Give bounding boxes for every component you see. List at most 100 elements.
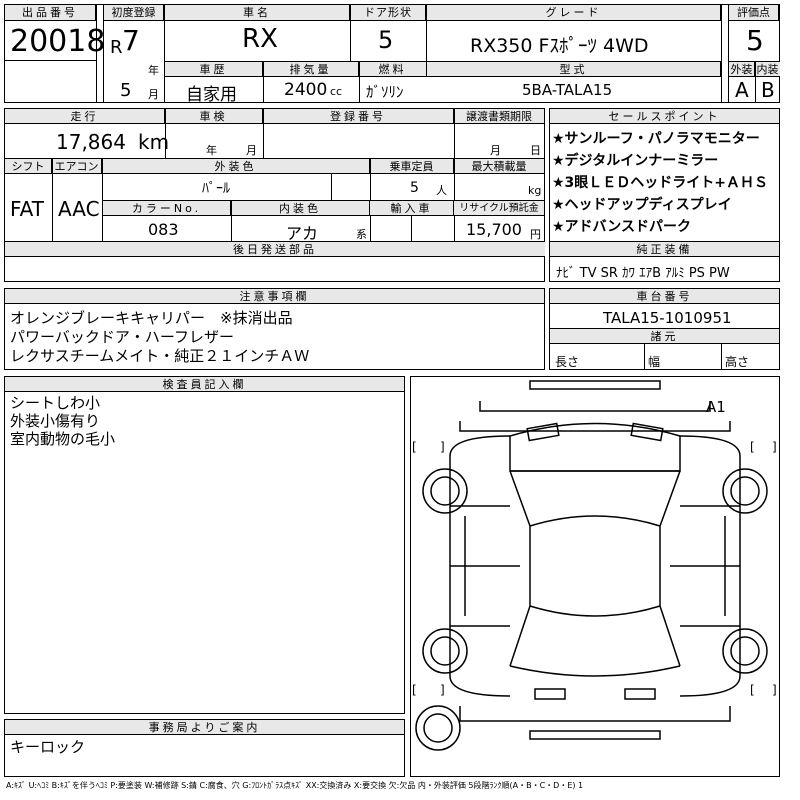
color-no-label: カラーNo. [103, 201, 231, 216]
selling-points-list: ★サンルーフ・パノラマモニター ★デジタルインナーミラー ★3眼ＬＥＤヘッドライ… [552, 128, 778, 238]
mileage-label: 走行 [5, 109, 165, 124]
car-diagram: [ ] [ ] [ ] [ ] [412, 380, 777, 751]
aircon-label: エアコン [52, 159, 102, 174]
caution-lines: オレンジブレーキキャリパー ※抹消出品 パワーバックドア・ハーフレザー レクサス… [10, 309, 309, 366]
dimensions-label: 諸元 [550, 329, 779, 344]
year-value: 7 [122, 24, 140, 57]
fuel-value: ｶﾞｿﾘﾝ [366, 83, 404, 101]
height-label: 高さ [725, 355, 750, 369]
km-unit: km [138, 130, 170, 154]
month-unit: 月 [148, 88, 159, 101]
score-label: 評価点 [729, 5, 779, 21]
color-label: 外装色 [102, 159, 370, 174]
length-label: 長さ [555, 355, 580, 369]
color-no-value: 083 [148, 220, 179, 239]
model-value: 5BA-TALA15 [522, 81, 613, 99]
kg-unit: kg [528, 184, 542, 197]
selling-point: ★ヘッドアップディスプレイ [552, 197, 732, 213]
selling-points-label: セールスポイント [550, 109, 779, 124]
interior-color-label: 内装色 [231, 201, 370, 216]
grade-label: グレード [427, 5, 721, 21]
plate-label: 登録番号 [263, 109, 454, 124]
year-unit: 年 [148, 64, 159, 77]
doc-day-unit: 日 [530, 144, 541, 157]
first-reg-label: 初度登録 [104, 5, 164, 21]
later-parts-label: 後日発送部品 [5, 242, 545, 257]
grade-value: RX350 Fｽﾎﾟｰﾂ 4WD [470, 35, 649, 57]
lot-no-value: 20018 [10, 24, 106, 59]
chassis-label: 車台番号 [550, 289, 779, 304]
selling-point: ★デジタルインナーミラー [552, 153, 719, 169]
svg-text:]: ] [440, 683, 445, 697]
chassis-value: TALA15-1010951 [603, 309, 732, 327]
yen-unit: 円 [530, 228, 541, 241]
svg-text:[: [ [750, 440, 755, 454]
displacement-label: 排気量 [263, 62, 359, 77]
aircon-value: AAC [58, 197, 100, 221]
svg-text:]: ] [772, 683, 777, 697]
max-load-label: 最大積載量 [454, 159, 544, 174]
color-value: ﾊﾟｰﾙ [202, 181, 230, 197]
car-diagram-block [410, 376, 780, 777]
door-label: ドア形状 [351, 5, 426, 21]
legend-text: A:ｷｽﾞ U:ﾍｺﾐ B:ｷｽﾞを伴うﾍｺﾐ P:要塗装 W:補修跡 S:錆 … [6, 781, 584, 790]
interior-score: B [761, 78, 775, 102]
exterior-label: 外装 [729, 62, 755, 77]
interior-color-value: アカ [286, 224, 319, 243]
selling-point: ★3眼ＬＥＤヘッドライト+ＡＨＳ [552, 175, 769, 191]
model-label: 型式 [427, 62, 721, 77]
svg-text:[: [ [412, 683, 417, 697]
doc-deadline-label: 譲渡書類期限 [454, 109, 544, 124]
caution-label: 注意事項欄 [5, 289, 544, 304]
caution-line: パワーバックドア・ハーフレザー [10, 328, 234, 346]
selling-point: ★サンルーフ・パノラマモニター [552, 131, 760, 147]
svg-text:[: [ [412, 440, 417, 454]
reg-type-label: 車歴 [165, 62, 263, 77]
inspector-lines: シートしわ小 外装小傷有り 室内動物の毛小 [10, 394, 115, 448]
car-name-value: RX [242, 24, 278, 54]
score-value: 5 [746, 24, 764, 57]
displacement-value: 2400 [284, 80, 328, 100]
door-value: 5 [378, 26, 394, 54]
shift-label: シフト [5, 159, 52, 174]
svg-text:]: ] [772, 440, 777, 454]
inspection-label: 車検 [165, 109, 263, 124]
capacity-label: 乗車定員 [370, 159, 454, 174]
inspector-block [4, 376, 405, 714]
caution-line: オレンジブレーキキャリパー ※抹消出品 [10, 309, 293, 327]
import-label: 輸入車 [370, 201, 454, 216]
caution-line: レクサスチームメイト・純正２１インチＡＷ [10, 347, 310, 365]
era-value: R [110, 37, 123, 58]
month-value: 5 [120, 80, 132, 101]
exterior-score: A [735, 78, 749, 102]
office-label: 事務局よりご案内 [5, 720, 404, 735]
genuine-equipment-label: 純正装備 [550, 242, 779, 257]
diagram-mark: A1 [706, 398, 726, 416]
office-lines: キーロック [10, 738, 85, 757]
capacity-value: 5 [410, 180, 419, 196]
lot-no-label: 出品番号 [5, 5, 96, 21]
car-name-label: 車名 [165, 5, 350, 21]
inspector-label: 検査員記入欄 [5, 377, 404, 392]
svg-text:]: ] [440, 440, 445, 454]
reg-type-value: 自家用 [186, 85, 237, 105]
inspector-line: 外装小傷有り [10, 412, 101, 430]
kei-unit: 系 [356, 228, 367, 241]
selling-point: ★アドバンスドパーク [552, 219, 691, 235]
office-line: キーロック [10, 738, 86, 756]
inspection-year-unit: 年 [206, 144, 217, 157]
inspector-line: シートしわ小 [10, 394, 101, 412]
width-label: 幅 [648, 355, 661, 369]
doc-month-unit: 月 [490, 144, 501, 157]
shift-value: FAT [10, 197, 45, 221]
inspection-month-unit: 月 [246, 144, 257, 157]
inspector-line: 室内動物の毛小 [10, 430, 116, 448]
mileage-value: 17,864 [56, 130, 126, 154]
cc-unit: cc [330, 85, 343, 98]
recycle-label: リサイクル預託金 [454, 201, 544, 216]
fuel-label: 燃料 [359, 62, 427, 77]
svg-text:[: [ [750, 683, 755, 697]
genuine-equipment-value: ﾅﾋﾞ TV SR ｶﾜ ｴｱB ｱﾙﾐ PS PW [556, 266, 730, 281]
person-unit: 人 [436, 184, 447, 197]
interior-label: 内装 [755, 62, 780, 77]
